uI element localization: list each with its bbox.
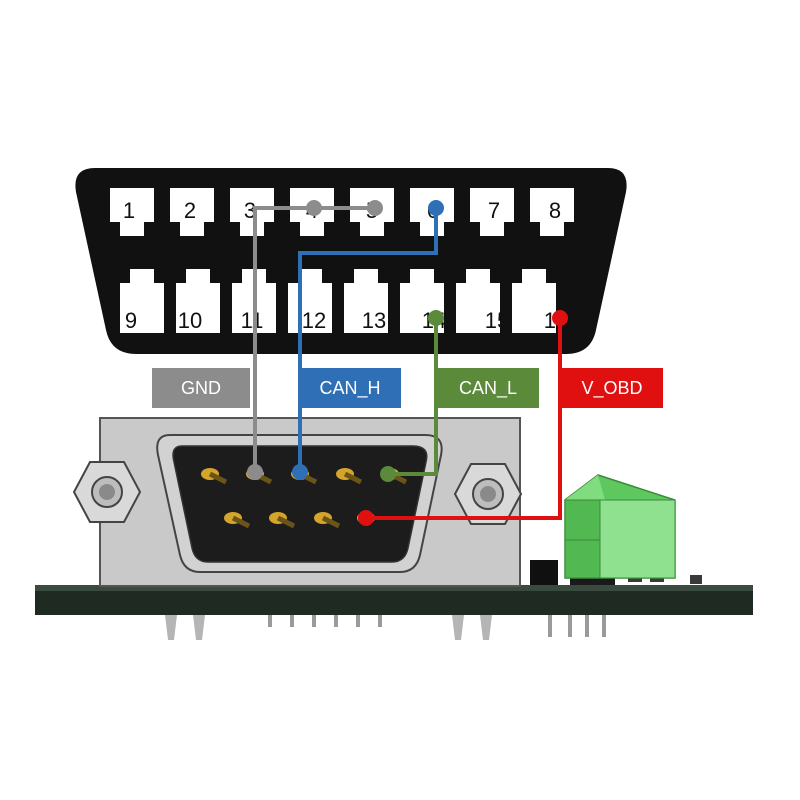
- can-h-label: CAN_H: [298, 368, 401, 408]
- can-l-label-text: CAN_L: [459, 378, 517, 399]
- v-obd-label-text: V_OBD: [581, 378, 642, 399]
- obd-pin-7: 7: [488, 198, 500, 223]
- obd-pin-13: 13: [362, 308, 386, 333]
- left-standoff: [72, 461, 142, 523]
- right-standoff: [453, 463, 523, 525]
- obd-pin-12: 12: [302, 308, 326, 333]
- obd-pin-1: 1: [123, 198, 135, 223]
- obd2-connector: 1 2 3 4 5 6 7 8 9 10 11 12 13 14 15 16: [75, 168, 627, 354]
- v-obd-label: V_OBD: [560, 368, 663, 408]
- obd-pin-8: 8: [549, 198, 561, 223]
- obd-pin-10: 10: [178, 308, 202, 333]
- terminal-block: [564, 474, 676, 579]
- db9-connector: [72, 417, 523, 587]
- gnd-label: GND: [152, 368, 250, 408]
- obd-pin-11: 11: [241, 308, 264, 333]
- obd2-bottom-row-cavities: [120, 269, 556, 333]
- obd-pin-15: 15: [485, 308, 509, 333]
- obd-pin-2: 2: [184, 198, 196, 223]
- can-l-label: CAN_L: [436, 368, 539, 408]
- obd-pin-9: 9: [125, 308, 137, 333]
- gnd-label-text: GND: [181, 378, 221, 398]
- can-h-wire: [292, 200, 444, 480]
- can-h-label-text: CAN_H: [319, 378, 380, 399]
- gnd-wire: [247, 200, 383, 480]
- db9-bottom-row-pins: [224, 512, 375, 529]
